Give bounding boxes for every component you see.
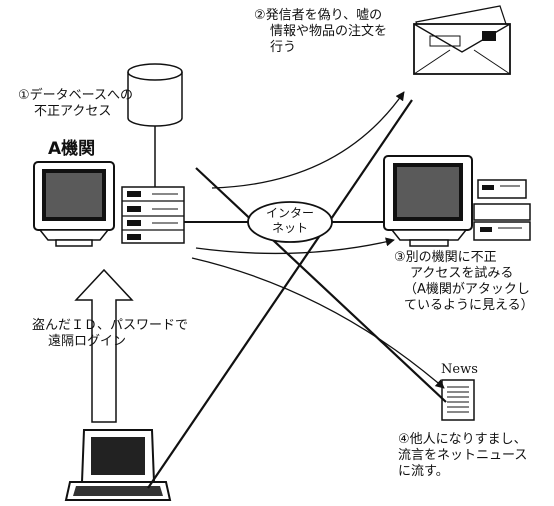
internet-label: インター ネット <box>265 206 314 235</box>
login-caption: 盗んだＩＤ、パスワードで 遠隔ログイン <box>32 318 189 349</box>
curve-arrow-to-news <box>191 257 445 389</box>
internet-cloud <box>247 201 333 243</box>
org-server-icon <box>121 186 185 244</box>
other-org-server-icon <box>473 179 531 241</box>
database-caption: ①データベースへの 不正アクセス <box>18 88 134 119</box>
laptop-icon <box>64 429 172 501</box>
order-caption: ②発信者を偽り、嘘の 情報や物品の注文を 行う <box>254 8 388 55</box>
attack-caption: ③別の機関に不正 アクセスを試みる （A機関がアタックし ているように見える） <box>394 250 534 313</box>
news-document-icon <box>441 379 475 421</box>
org-monitor-icon <box>33 161 115 247</box>
other-org-monitor-icon <box>383 155 473 247</box>
remote-login-arrow <box>74 268 134 423</box>
curve-arrow-to-other-org <box>195 237 395 255</box>
curve-arrow-to-envelope <box>211 91 405 189</box>
database-icon <box>127 63 183 127</box>
network-to-news-line <box>195 167 447 403</box>
org-label: A機関 <box>48 139 96 159</box>
laptop-to-envelope-line <box>147 99 413 489</box>
rumor-caption: ④他人になりすまし、 流言をネットニュース に流す。 <box>398 432 528 479</box>
envelope-icon <box>413 5 511 75</box>
news-label: News <box>441 362 478 377</box>
